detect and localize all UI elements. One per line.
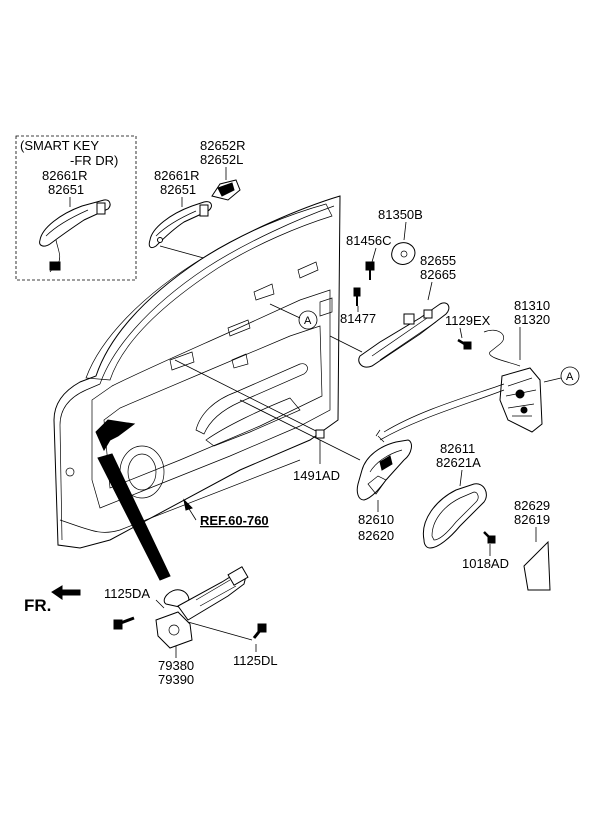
svg-text:A: A [566, 371, 574, 383]
front-arrow-icon [51, 585, 81, 600]
svg-text:A: A [304, 315, 312, 327]
label-82610: 82610 [358, 512, 394, 527]
front-direction-indicator: FR. [24, 585, 81, 615]
part-1125DA-group: 1125DA [104, 586, 165, 630]
label-82665: 82665 [420, 267, 456, 282]
label-82652L: 82652L [200, 152, 243, 167]
smart-key-outside-handle [39, 199, 111, 273]
door-check-pointer [97, 453, 171, 581]
label-sk-82651: 82651 [48, 182, 84, 197]
door-check-group: 79380 79390 [155, 566, 253, 687]
part-1129EX-group: 1129EX [445, 313, 491, 350]
part-82655-group: 82655 82665 [329, 253, 456, 368]
part-82629-group: 82629 82619 [514, 498, 551, 591]
label-82629: 82629 [514, 498, 550, 513]
callout-a-door: A [269, 303, 318, 330]
label-1125DL: 1125DL [233, 653, 278, 668]
part-1125DL-group: 1125DL [233, 623, 278, 668]
label-82651: 82651 [160, 182, 196, 197]
label-82652R: 82652R [200, 138, 246, 153]
part-1018AD-group: 1018AD [462, 531, 509, 571]
label-1129EX: 1129EX [445, 313, 491, 328]
label-81310: 81310 [514, 298, 550, 313]
door-check-mount [95, 419, 136, 452]
label-82620: 82620 [358, 528, 394, 543]
smart-key-box [15, 135, 137, 281]
label-82661R: 82661R [154, 168, 200, 183]
label-81477: 81477 [340, 311, 376, 326]
label-81350B: 81350B [378, 207, 423, 222]
inside-handle-group: 82610 82620 [239, 399, 412, 543]
label-82621A: 82621A [436, 455, 481, 470]
label-1018AD: 1018AD [462, 556, 509, 571]
label-82655: 82655 [420, 253, 456, 268]
outside-handle [148, 201, 212, 249]
part-1491AD-group: 1491AD [174, 359, 340, 483]
label-79390: 79390 [158, 672, 194, 687]
label-sk-82661R: 82661R [42, 168, 88, 183]
part-81477-group: 81477 [340, 287, 376, 326]
part-81456C-group: 81456C [346, 233, 392, 280]
part-81350B-group: 81350B [378, 207, 423, 265]
label-81456C: 81456C [346, 233, 392, 248]
label-82611: 82611 [440, 441, 475, 456]
outside-handle-group: 82661R 82651 [148, 168, 241, 269]
label-1125DA: 1125DA [104, 586, 150, 601]
front-label: FR. [24, 596, 51, 615]
smart-key-title: (SMART KEY [20, 138, 99, 153]
handle-bezel-group: 82611 82621A [422, 441, 487, 549]
door-panel [53, 195, 341, 549]
label-82619: 82619 [514, 512, 550, 527]
label-81320: 81320 [514, 312, 550, 327]
label-1491AD: 1491AD [293, 468, 340, 483]
label-79380: 79380 [158, 658, 194, 673]
ref-label: REF.60-760 [200, 513, 269, 528]
handle-cover-group: 82652R 82652L [200, 138, 246, 201]
smart-key-subtitle: -FR DR) [70, 153, 118, 168]
door-latch-group: 81310 81320 [375, 298, 550, 443]
smart-key-group: (SMART KEY -FR DR) 82661R 82651 [15, 135, 137, 281]
callout-a-latch: A [543, 366, 580, 386]
